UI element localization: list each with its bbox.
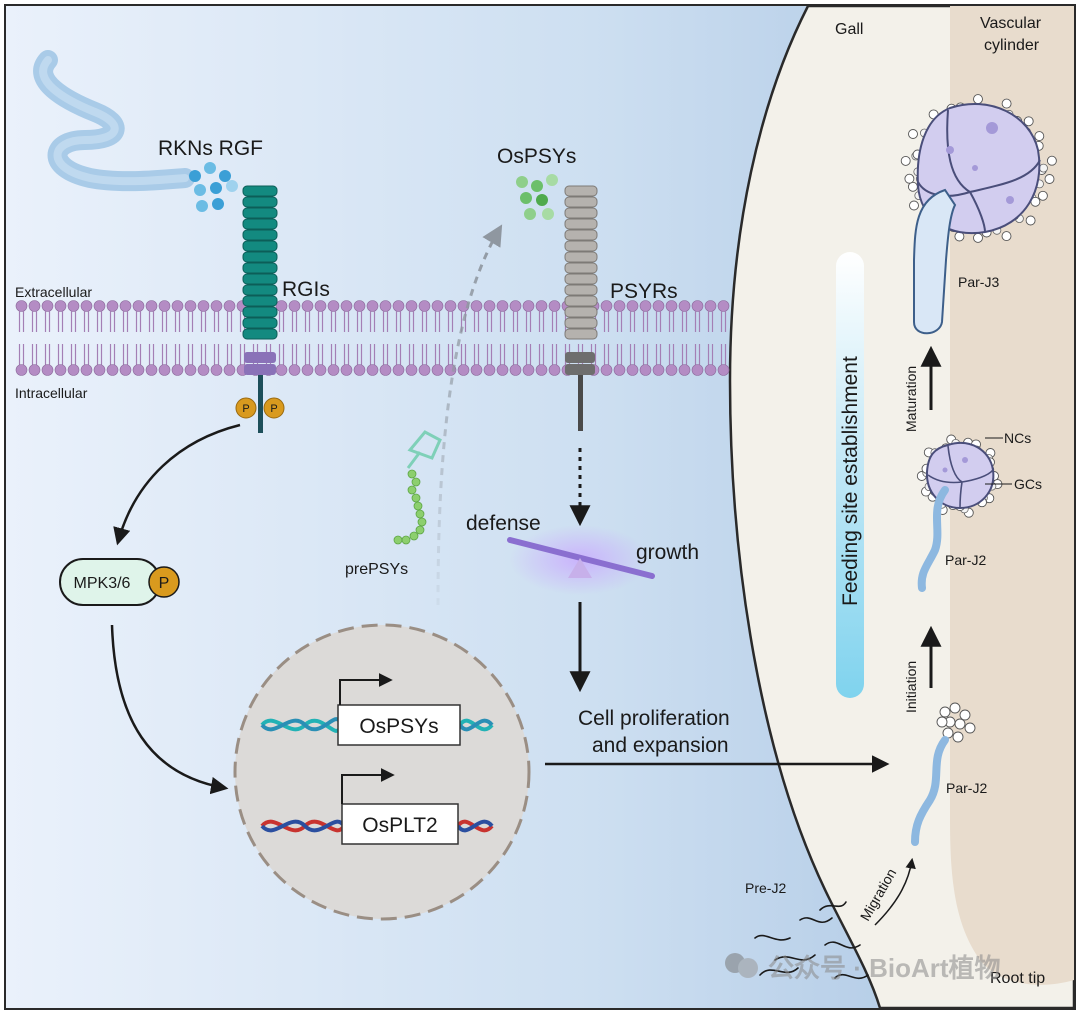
par-j2-bottom-label: Par-J2 <box>946 780 987 796</box>
rgi-to-mpk-arrow <box>113 423 241 546</box>
rgf-peptides <box>189 162 238 212</box>
intracellular-label: Intracellular <box>15 385 88 401</box>
ospsys-gene: OsPSYs <box>260 673 494 746</box>
mpk3-6-node: MPK3/6 P <box>59 558 180 606</box>
par-j3-nematode <box>913 188 957 335</box>
ospsys-peptide-label: OsPSYs <box>497 145 576 168</box>
feeding-site-label: Feeding site establishment <box>839 356 862 606</box>
rgi-phosphate-left: P <box>235 397 257 419</box>
svg-text:P: P <box>159 575 170 592</box>
defense-growth-balance-bar <box>507 537 655 579</box>
psyrs-label: PSYRs <box>610 280 678 303</box>
nucleus <box>233 623 531 921</box>
osplt2-gene: OsPLT2 <box>260 768 494 845</box>
prepsys-peptide <box>393 430 442 545</box>
rgis-label: RGIs <box>282 278 330 301</box>
svg-text:公众号 · BioArt植物: 公众号 · BioArt植物 <box>768 953 1001 983</box>
pre-j2-worms <box>754 901 869 980</box>
rgi-receptor <box>242 185 278 433</box>
svg-text:P: P <box>270 403 277 415</box>
svg-text:OsPLT2: OsPLT2 <box>362 814 437 837</box>
rkns-rgf-label: RKNs RGF <box>158 137 263 160</box>
extracellular-label: Extracellular <box>15 284 92 300</box>
svg-text:MPK3/6: MPK3/6 <box>74 575 131 592</box>
par-j2-bottom-nematode <box>911 736 949 846</box>
par-j2-mid-nematode <box>917 486 949 592</box>
feeding-site-bar <box>836 252 864 698</box>
defense-label: defense <box>466 512 541 535</box>
gcs-label: GCs <box>1014 476 1042 492</box>
cell-proliferation-line1: Cell proliferation <box>578 707 730 730</box>
pre-j2-label: Pre-J2 <box>745 880 786 896</box>
cell-proliferation-line2: and expansion <box>592 734 729 757</box>
root-tip-label: Root tip <box>990 970 1045 987</box>
psyr-receptor <box>564 185 598 431</box>
initiation-label: Initiation <box>903 661 919 713</box>
rgi-phosphate-right: P <box>263 397 285 419</box>
mpk-to-nucleus-arrow <box>110 624 229 795</box>
vascular-label-1: Vascular <box>980 15 1042 32</box>
balance-fulcrum <box>568 558 592 578</box>
psy-peptides <box>516 174 558 220</box>
par-j3-label: Par-J3 <box>958 274 999 290</box>
ncs-label: NCs <box>1004 430 1031 446</box>
secretion-dashed-arrow <box>436 224 503 606</box>
svg-text:P: P <box>242 403 249 415</box>
gall-label: Gall <box>835 21 863 38</box>
vascular-cylinder <box>950 6 1074 985</box>
maturation-label: Maturation <box>903 366 919 432</box>
early-nurse-cells <box>936 702 976 743</box>
growth-label: growth <box>636 541 699 564</box>
par-j2-top-label: Par-J2 <box>945 552 986 568</box>
migration-arrow <box>874 857 916 926</box>
plasma-membrane <box>15 300 730 376</box>
prepsys-label: prePSYs <box>345 561 408 578</box>
watermark: 公众号 · BioArt植物 <box>725 953 1001 983</box>
vascular-label-2: cylinder <box>984 37 1040 54</box>
svg-text:OsPSYs: OsPSYs <box>359 715 438 738</box>
